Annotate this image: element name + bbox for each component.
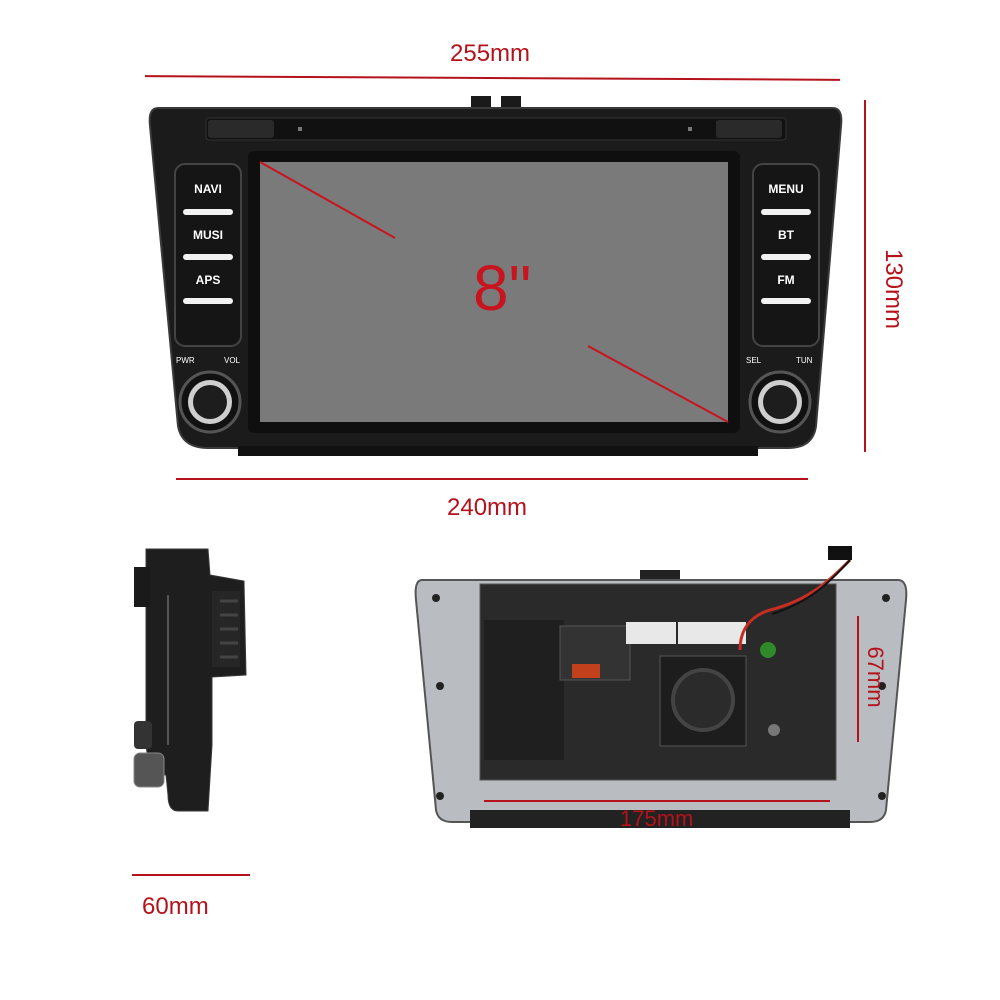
head-unit-front: NAVI MUSI APS MENU BT FM PWR VOL SEL TUN… bbox=[148, 96, 843, 458]
musi-button[interactable]: MUSI bbox=[193, 228, 223, 242]
head-unit-side bbox=[128, 545, 250, 815]
head-unit-front-graphic bbox=[148, 96, 843, 456]
fm-button[interactable]: FM bbox=[777, 273, 795, 287]
back-height-dimension-line bbox=[857, 616, 859, 742]
inner-width-dimension-label: 240mm bbox=[447, 494, 528, 521]
depth-dimension-line bbox=[132, 874, 250, 876]
height-dimension-label: 130mm bbox=[880, 248, 907, 330]
menu-button[interactable]: MENU bbox=[768, 182, 804, 196]
bt-button[interactable]: BT bbox=[778, 228, 794, 242]
head-unit-side-graphic bbox=[133, 548, 247, 812]
vol-label: VOL bbox=[224, 356, 241, 365]
screen-size-label: 8" bbox=[473, 252, 532, 324]
back-width-dimension-label: 175mm bbox=[620, 806, 694, 831]
width-dimension-label: 255mm bbox=[450, 40, 531, 67]
depth-dimension-label: 60mm bbox=[142, 893, 209, 920]
sel-label: SEL bbox=[746, 356, 762, 365]
aps-button[interactable]: APS bbox=[195, 273, 221, 287]
width-dimension-line bbox=[144, 75, 841, 81]
tun-label: TUN bbox=[796, 356, 813, 365]
navi-button[interactable]: NAVI bbox=[194, 182, 222, 196]
back-width-dimension-line bbox=[484, 800, 830, 802]
head-unit-back bbox=[410, 540, 910, 830]
inner-width-dimension-line bbox=[176, 478, 808, 480]
pwr-label: PWR bbox=[176, 356, 195, 365]
height-dimension-line bbox=[864, 100, 866, 452]
head-unit-back-graphic bbox=[414, 546, 908, 828]
back-height-dimension-label: 67mm bbox=[863, 646, 888, 708]
